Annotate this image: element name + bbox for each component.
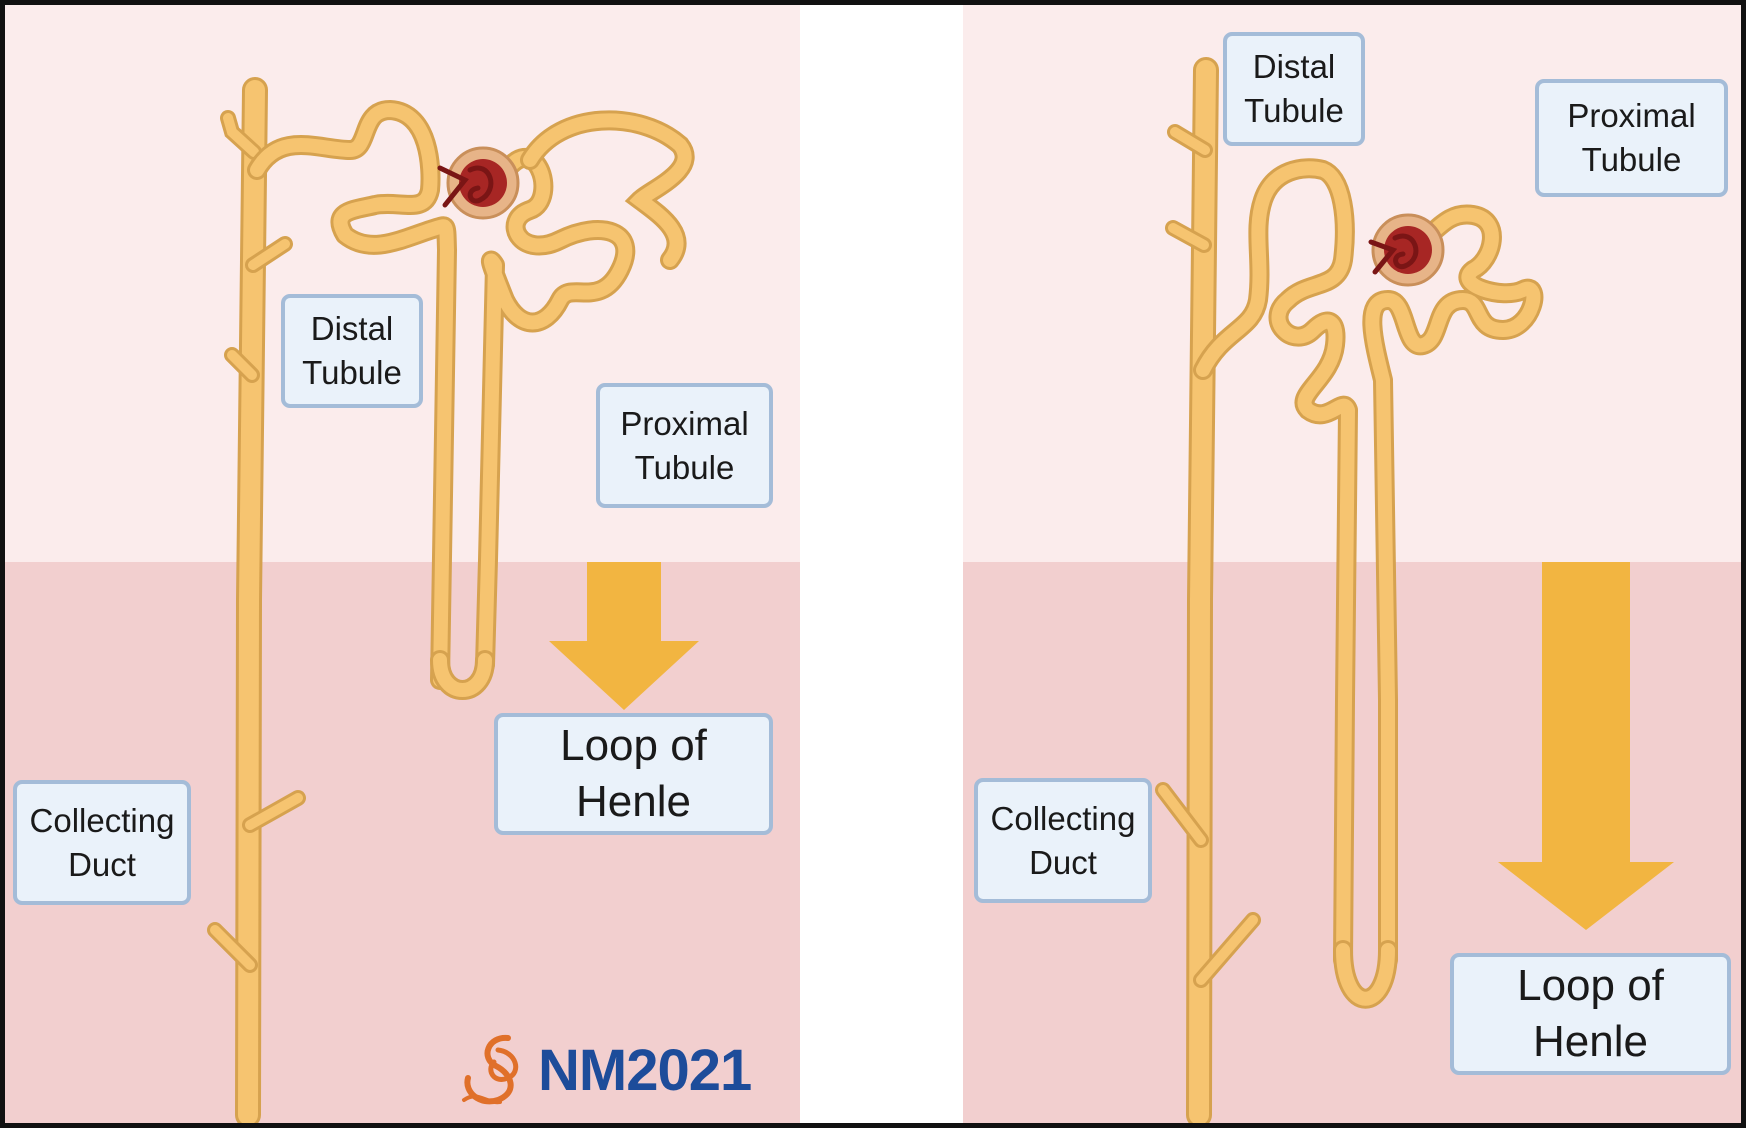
distal-tubule-text: Distal Tubule — [302, 310, 402, 391]
proximal-tubule-text: Proximal Tubule — [620, 404, 749, 486]
swirl-logo-icon — [462, 1034, 519, 1105]
collecting-duct-label: Collecting Duct — [974, 778, 1152, 903]
collecting-duct — [207, 77, 306, 1128]
distal-tubule-label: Distal Tubule — [281, 294, 423, 408]
collecting-duct-label: Collecting Duct — [13, 780, 191, 905]
loop-of-henle-label: Loop of Henle — [494, 713, 773, 835]
proximal-tubule — [1362, 204, 1544, 970]
glomerulus — [437, 146, 520, 220]
loop-of-henle — [1333, 940, 1398, 1009]
distal-tubule — [247, 100, 457, 690]
proximal-tubule-text: Proximal Tubule — [1567, 97, 1696, 178]
distal-tubule-text: Distal Tubule — [1244, 48, 1344, 129]
loop-of-henle-text: Loop of Henle — [560, 721, 707, 826]
loop-of-henle-label: Loop of Henle — [1450, 953, 1731, 1075]
distal-tubule-label: Distal Tubule — [1223, 32, 1365, 146]
short-nephron-illustration — [207, 77, 699, 1128]
long-nephron-illustration — [1155, 57, 1674, 1128]
loop-of-henle — [430, 650, 495, 700]
collecting-duct — [1155, 57, 1261, 1128]
proximal-tubule-label: Proximal Tubule — [596, 383, 773, 508]
collecting-duct-text: Collecting Duct — [29, 801, 175, 883]
collecting-duct-text: Collecting Duct — [990, 799, 1136, 881]
logo-text: NM2021 — [538, 1037, 752, 1103]
loop-of-henle-text: Loop of Henle — [1517, 961, 1664, 1066]
proximal-tubule-label: Proximal Tubule — [1535, 79, 1728, 197]
distal-tubule — [1193, 158, 1358, 970]
glomerulus — [1368, 213, 1445, 287]
right-panel: Distal Tubule Proximal Tubule Loop of He… — [963, 0, 1746, 1128]
left-panel: Distal Tubule Proximal Tubule Loop of He… — [0, 0, 800, 1128]
down-arrow-icon — [549, 562, 699, 710]
nm2021-logo: NM2021 — [458, 1030, 752, 1110]
down-arrow-icon — [1498, 562, 1674, 930]
proximal-tubule — [475, 110, 695, 675]
